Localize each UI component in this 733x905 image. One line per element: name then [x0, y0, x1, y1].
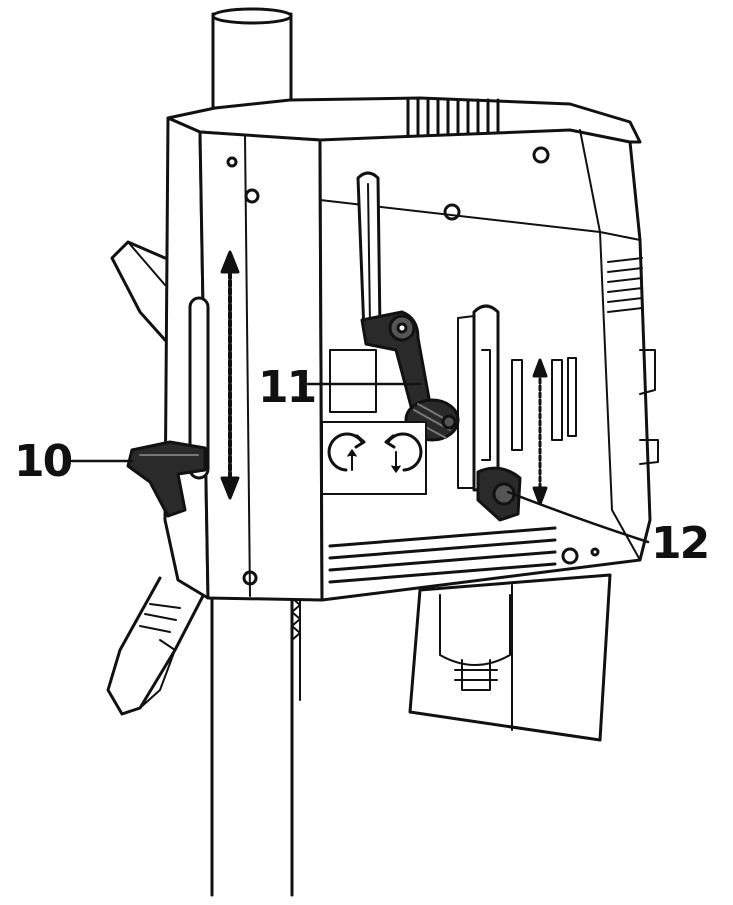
support-column: [210, 597, 301, 897]
rotate-direction-icon: [327, 432, 423, 473]
side-handle-upper: [110, 240, 167, 342]
crank-slot: [356, 171, 382, 334]
up-down-arrow-icon: [220, 250, 240, 500]
panel-window: [329, 349, 377, 413]
callout-label-10: 10: [14, 436, 73, 487]
tilt-arrow-icon: [532, 358, 548, 506]
tilt-lock-knob[interactable]: [476, 466, 522, 522]
leader-line-12: [506, 490, 650, 544]
depth-slot: [188, 296, 210, 480]
depth-lock-lever[interactable]: [126, 440, 207, 518]
feed-crank-handle[interactable]: [360, 310, 460, 442]
leader-lines: [70, 382, 650, 544]
callout-label-12: 12: [651, 518, 710, 569]
side-handle-lower: [106, 576, 207, 716]
column-top: [211, 7, 293, 112]
tilt-slot: [457, 304, 577, 492]
chuck-guard: [408, 573, 612, 742]
direction-plate: [321, 421, 427, 495]
callout-label-11: 11: [258, 362, 317, 413]
